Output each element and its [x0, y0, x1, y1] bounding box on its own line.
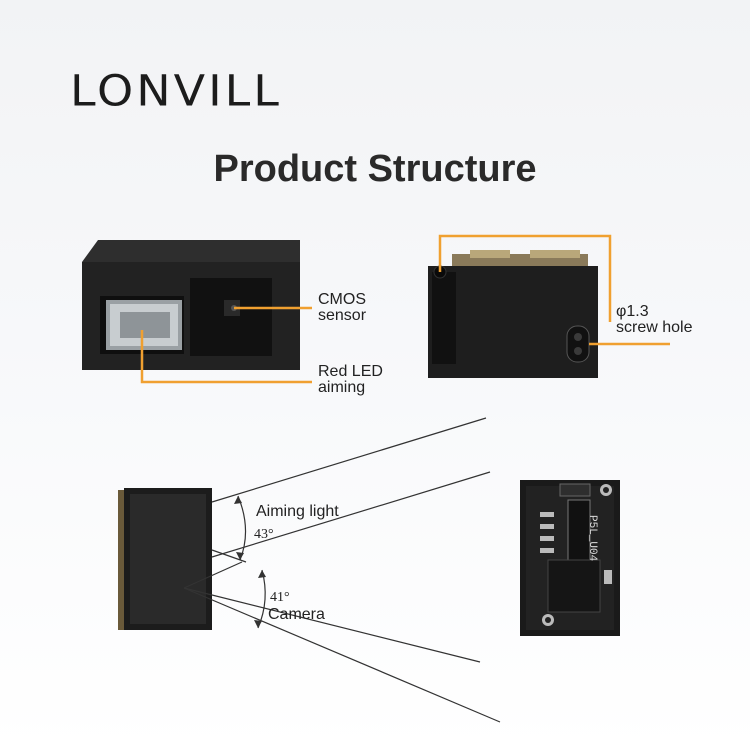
camera-label: Camera — [268, 606, 325, 623]
page-title: Product Structure — [213, 148, 537, 190]
aiming-angle-label: 43° — [254, 527, 274, 542]
camera-angle-label: 41° — [270, 590, 290, 605]
cmos-callout: CMOS sensor — [318, 292, 366, 324]
module-side-view — [428, 250, 598, 378]
led-label-line1: Red LED — [318, 363, 383, 380]
cmos-label-line2: sensor — [318, 307, 367, 324]
circuit-board — [520, 480, 620, 636]
module-scan-view — [118, 488, 212, 630]
screw-hole-callout: φ1.3 screw hole — [616, 304, 692, 336]
board-silkscreen-label: P5L_U04 — [586, 515, 598, 562]
hole-label-line2: screw hole — [616, 319, 693, 336]
brand-logo: LONVILL — [70, 66, 282, 116]
led-label-line2: aiming — [318, 379, 366, 396]
hole-label-line1: φ1.3 — [616, 303, 649, 320]
cmos-label-line1: CMOS — [318, 291, 366, 308]
module-front-view — [82, 240, 300, 370]
led-callout: Red LED aiming — [318, 364, 383, 396]
aiming-light-label: Aiming light — [256, 503, 339, 520]
